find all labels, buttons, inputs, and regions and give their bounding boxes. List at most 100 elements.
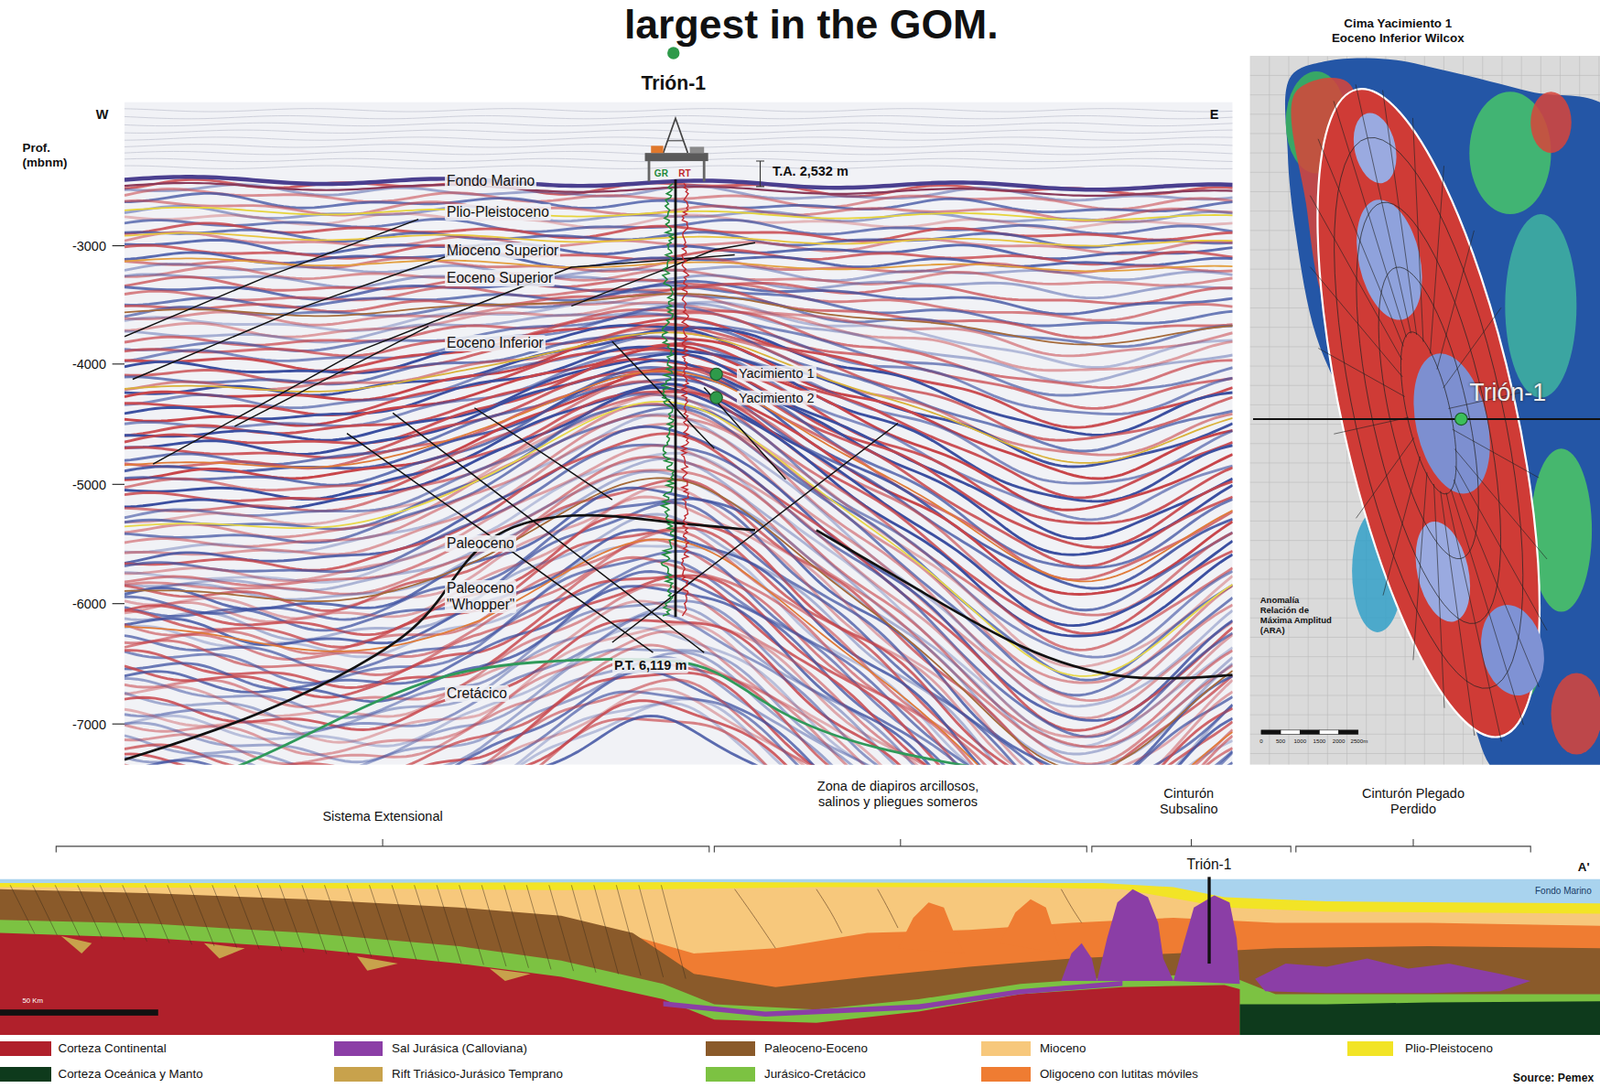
- seismic-reflector: [124, 715, 1233, 765]
- horizon-label: Eoceno Inferior: [444, 335, 546, 352]
- axis-tick: [112, 245, 125, 247]
- legend-text: Jurásico-Cretácico: [764, 1067, 866, 1082]
- axis-tick-label: -3000: [72, 237, 107, 254]
- axis-tick-label: -7000: [72, 716, 107, 733]
- drilling-rig: [645, 118, 709, 182]
- fault-line: [10, 885, 35, 934]
- province-bracket: [1091, 839, 1291, 853]
- seismic-reflector: [124, 232, 1233, 255]
- fault-line: [660, 885, 686, 979]
- fault-line: [167, 885, 193, 945]
- fault-line: [816, 889, 843, 934]
- horizon-label: Paleoceno "Whopper": [444, 580, 517, 614]
- fault-line: [481, 885, 507, 967]
- fault-line: [132, 244, 480, 379]
- fault-line: [152, 255, 735, 465]
- structure-closure: [1261, 63, 1597, 763]
- legend-swatch: [334, 1041, 384, 1057]
- oceanic-crust: [1239, 1001, 1600, 1036]
- plio-pleistocene-layer: [0, 882, 1600, 1036]
- legend-text: Corteza Oceánica y Manto: [58, 1067, 204, 1082]
- scale-number: 1500: [1313, 738, 1327, 746]
- legend-text: Paleoceno-Eoceno: [764, 1041, 868, 1056]
- scale-bar: [0, 1009, 159, 1017]
- water-reflection: [124, 144, 1233, 148]
- rt-log: [681, 183, 690, 617]
- well-marker: [667, 46, 680, 59]
- log-name: RT: [678, 168, 691, 180]
- salt-diapir: [1060, 943, 1097, 982]
- seismic-reflector: [124, 606, 1233, 766]
- fault-line: [571, 242, 756, 306]
- legend-text: Oligoceno con lutitas móviles: [1039, 1067, 1199, 1082]
- horizon-label: Mioceno Superior: [444, 242, 561, 260]
- fault-line: [189, 885, 215, 947]
- fault-line: [302, 885, 327, 954]
- fault-line: [612, 341, 714, 449]
- fault-line: [369, 885, 395, 959]
- legend-text: Rift Triásico-Jurásico Temprano: [391, 1067, 563, 1082]
- fault-line: [212, 885, 238, 948]
- fault-line: [279, 885, 304, 953]
- rift-wedge: [356, 956, 399, 972]
- reservoir-marker: [710, 367, 723, 380]
- seafloor-reflector: [124, 183, 1233, 196]
- province-label: Cinturón Subsalino: [1159, 787, 1219, 818]
- section-end-label: A': [1578, 860, 1590, 875]
- direction-label: E: [1210, 107, 1220, 123]
- fault-line: [391, 885, 417, 961]
- amplitude-patch: [1504, 214, 1577, 399]
- legend-swatch: [0, 1067, 52, 1082]
- legend-swatch: [981, 1067, 1031, 1082]
- axis-tick: [112, 724, 125, 725]
- rift-wedge: [61, 936, 92, 954]
- horizon-label: Eoceno Superior: [444, 270, 555, 287]
- direction-label: W: [96, 107, 109, 123]
- legend-text: Plio-Pleistoceno: [1405, 1041, 1493, 1056]
- sea-water: [0, 879, 1600, 1036]
- axis-title: (mbnm): [22, 156, 68, 171]
- salt-diapir: [1173, 895, 1240, 984]
- fault-line: [77, 885, 103, 939]
- province-label: Cinturón Plegado Perdido: [1362, 787, 1465, 818]
- fault-line: [257, 885, 282, 952]
- scale-number: 2000: [1332, 738, 1346, 746]
- legend-swatch: [1347, 1041, 1394, 1057]
- source-note: Source: Pemex: [1513, 1071, 1595, 1085]
- page-title: largest in the GOM.: [624, 3, 999, 45]
- amplitude-patch: [1530, 91, 1572, 153]
- water-reflection: [124, 115, 1233, 119]
- axis-tick-label: -6000: [72, 596, 107, 613]
- horizon-label: Cretácico: [444, 685, 509, 703]
- well-name: Trión-1: [640, 72, 706, 95]
- well-path: [674, 179, 678, 617]
- seismic-reflector: [124, 672, 1233, 766]
- water-reflection: [124, 137, 1233, 141]
- fault-line: [549, 885, 574, 972]
- log-name: GR: [654, 168, 669, 180]
- legend-swatch: [705, 1041, 756, 1057]
- axis-title: Prof.: [22, 140, 51, 155]
- seismic-reflector: [124, 702, 1233, 765]
- seismic-reflector: [124, 701, 1233, 766]
- interpreted-horizon: [124, 477, 1233, 765]
- scale-number: 0: [1259, 738, 1263, 746]
- oligocene-layer: [0, 912, 1600, 1036]
- legend-swatch: [334, 1067, 384, 1082]
- fault-line: [32, 885, 58, 936]
- fault-line: [436, 885, 462, 963]
- paleocene-eocene-layer: [0, 889, 1600, 1036]
- interpreted-horizon: [124, 233, 1233, 247]
- fault-line: [616, 885, 641, 976]
- fault-line: [1060, 889, 1082, 924]
- seismic-reflector: [124, 659, 1233, 765]
- shale-diapir: [1000, 899, 1062, 954]
- axis-tick: [112, 363, 125, 365]
- well-path: [1207, 876, 1211, 964]
- seismic-reflector: [124, 551, 1233, 766]
- fault-line: [346, 433, 653, 654]
- fault-line: [459, 885, 485, 965]
- salt-layer: [663, 981, 1124, 1017]
- legend-swatch: [0, 1041, 52, 1057]
